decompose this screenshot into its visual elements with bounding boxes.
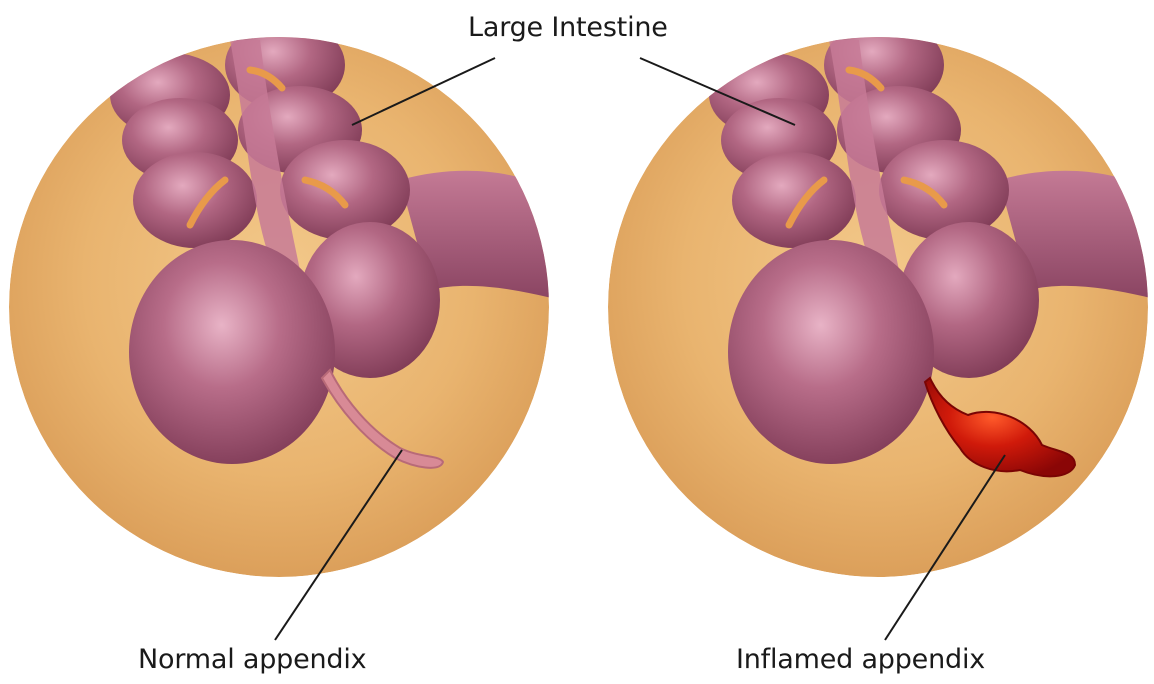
normal-appendix-label: Normal appendix (138, 644, 366, 675)
inflamed-panel (608, 20, 1154, 577)
inflamed-appendix-label: Inflamed appendix (736, 644, 985, 675)
large-intestine-label: Large Intestine (468, 12, 668, 43)
normal-panel (9, 20, 560, 577)
